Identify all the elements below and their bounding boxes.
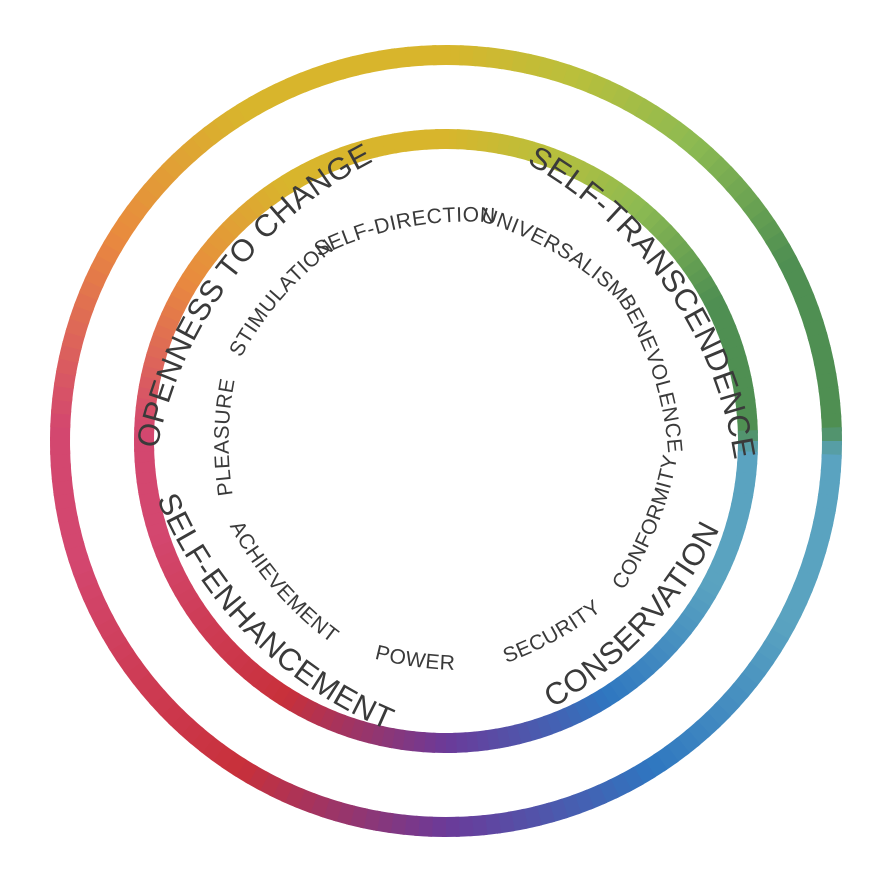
inner-ring	[133, 128, 759, 754]
inner-labels: SELF-DIRECTIONUNIVERSALISMBENEVOLENCECON…	[211, 203, 686, 675]
pleasure-label-text: PLEASURE	[211, 377, 240, 498]
pleasure-label: PLEASURE	[211, 377, 240, 498]
self-direction-label-text: SELF-DIRECTION	[311, 203, 496, 261]
power-label: POWER	[373, 641, 456, 675]
outer-ring	[50, 45, 842, 837]
label-paths	[106, 84, 795, 813]
self-direction-label: SELF-DIRECTION	[311, 203, 496, 261]
power-label-text: POWER	[373, 641, 455, 675]
